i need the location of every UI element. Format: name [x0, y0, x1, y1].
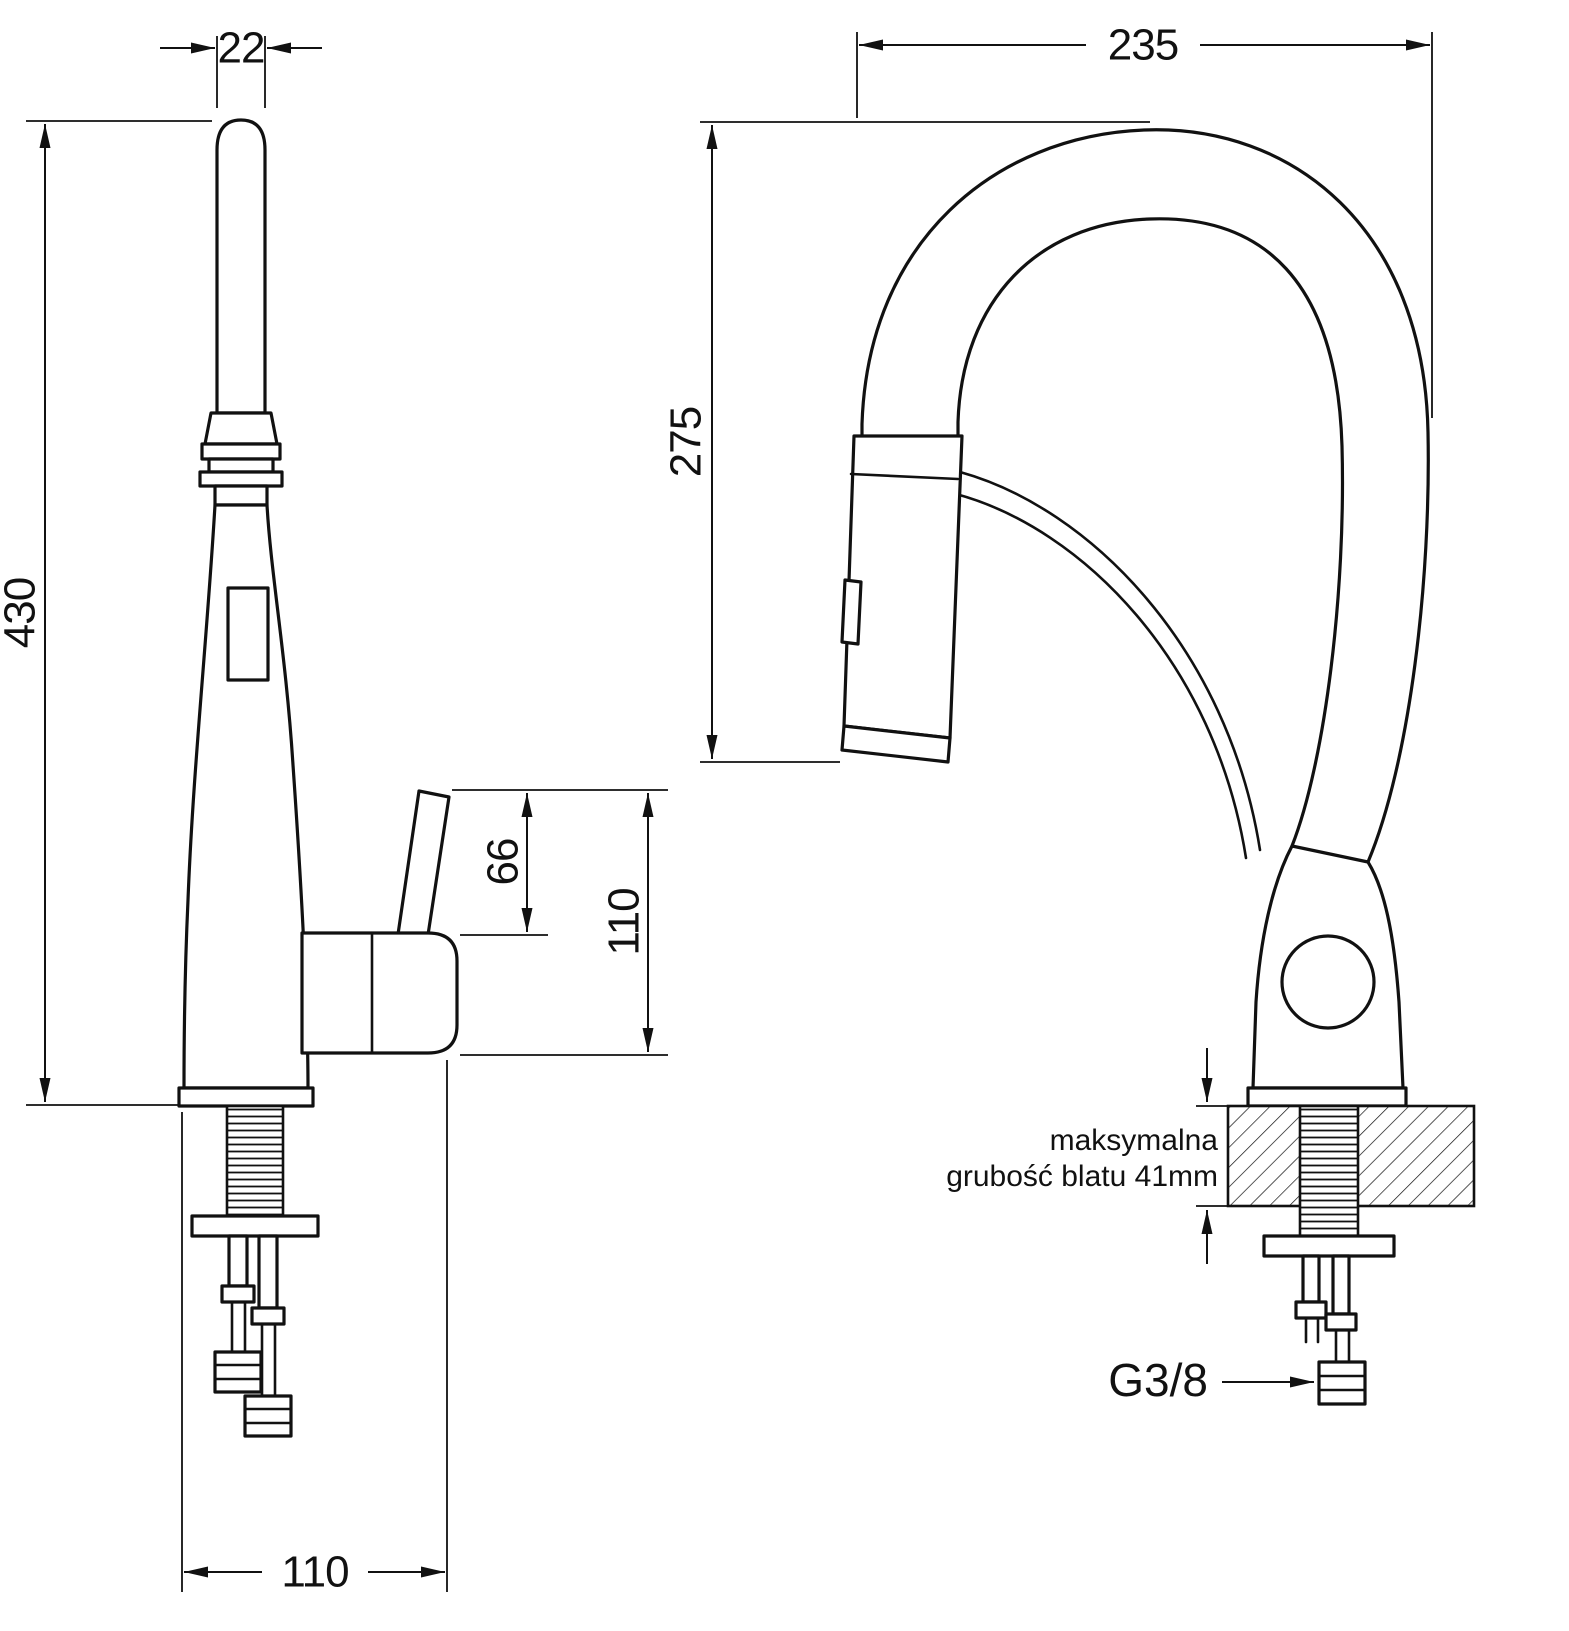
spray-head-collar — [849, 472, 960, 481]
faucet-body-side — [182, 503, 310, 1090]
dim-total-height-label: 430 — [0, 578, 45, 648]
dim-handle-height-label: 66 — [479, 839, 528, 886]
base-flange — [1246, 1086, 1408, 1108]
dim-spout-reach: 235 — [856, 21, 1433, 418]
dim-body-offset: 110 — [460, 793, 668, 1056]
aerator-ring — [207, 457, 275, 474]
pipe-collar — [1294, 1300, 1328, 1320]
mounting-plate — [190, 1214, 320, 1238]
dim-handle-height: 66 — [452, 789, 668, 936]
threaded-stud — [1298, 1104, 1360, 1238]
dim-base-depth: 110 — [181, 1060, 448, 1597]
handle-lever — [394, 789, 451, 950]
spray-head-button — [840, 578, 863, 646]
front-view: 235 275 maksymalna grubość blatu 41mm G3… — [662, 21, 1476, 1406]
aerator-ring — [198, 470, 284, 488]
dim-body-offset-label: 110 — [600, 888, 649, 955]
supply-pipe — [257, 1234, 279, 1310]
supply-pipe — [227, 1234, 249, 1288]
dim-spout-drop: 275 — [662, 121, 1150, 763]
hex-nut — [1317, 1360, 1367, 1406]
pipe-collar — [250, 1306, 286, 1326]
counter-note-line1: maksymalna — [1050, 1124, 1219, 1157]
body-window-detail — [226, 586, 270, 682]
dim-spout-reach-label: 235 — [1108, 21, 1178, 70]
pipe-collar — [220, 1284, 256, 1304]
side-view: 22 430 66 110 — [0, 24, 668, 1597]
thread-callout: G3/8 — [1108, 1354, 1314, 1406]
dim-spout-width-label: 22 — [218, 24, 265, 73]
counter-thickness-annotation: maksymalna grubość blatu 41mm — [946, 1048, 1218, 1264]
pipe-collar — [1324, 1312, 1358, 1332]
counter-note-line2: grubość blatu 41mm — [946, 1160, 1218, 1193]
spout-neck — [213, 484, 269, 507]
gooseneck-outer-edge — [860, 128, 1430, 864]
spout-tube — [215, 118, 267, 415]
threaded-stud — [225, 1104, 285, 1218]
dim-spout-width: 22 — [160, 24, 322, 108]
body-joint-detail — [1280, 934, 1376, 1030]
mounting-plate — [1262, 1234, 1396, 1258]
base-flange — [177, 1086, 315, 1108]
thread-size-label: G3/8 — [1108, 1354, 1208, 1406]
supply-pipe — [1331, 1254, 1351, 1316]
handle-base — [300, 931, 459, 1055]
pullout-hose-edge — [958, 470, 1262, 852]
dim-base-depth-label: 110 — [281, 1548, 348, 1597]
spray-head-cap — [840, 724, 952, 764]
dim-total-height: 430 — [0, 120, 212, 1106]
pullout-hose-edge — [954, 492, 1248, 860]
aerator-ring — [200, 442, 282, 461]
spout-flare — [203, 411, 279, 446]
dim-spout-drop-label: 275 — [662, 407, 711, 477]
hex-nut — [213, 1350, 263, 1394]
gooseneck-inner-edge — [956, 217, 1345, 848]
supply-pipe — [1301, 1254, 1321, 1304]
hex-nut — [243, 1394, 293, 1438]
